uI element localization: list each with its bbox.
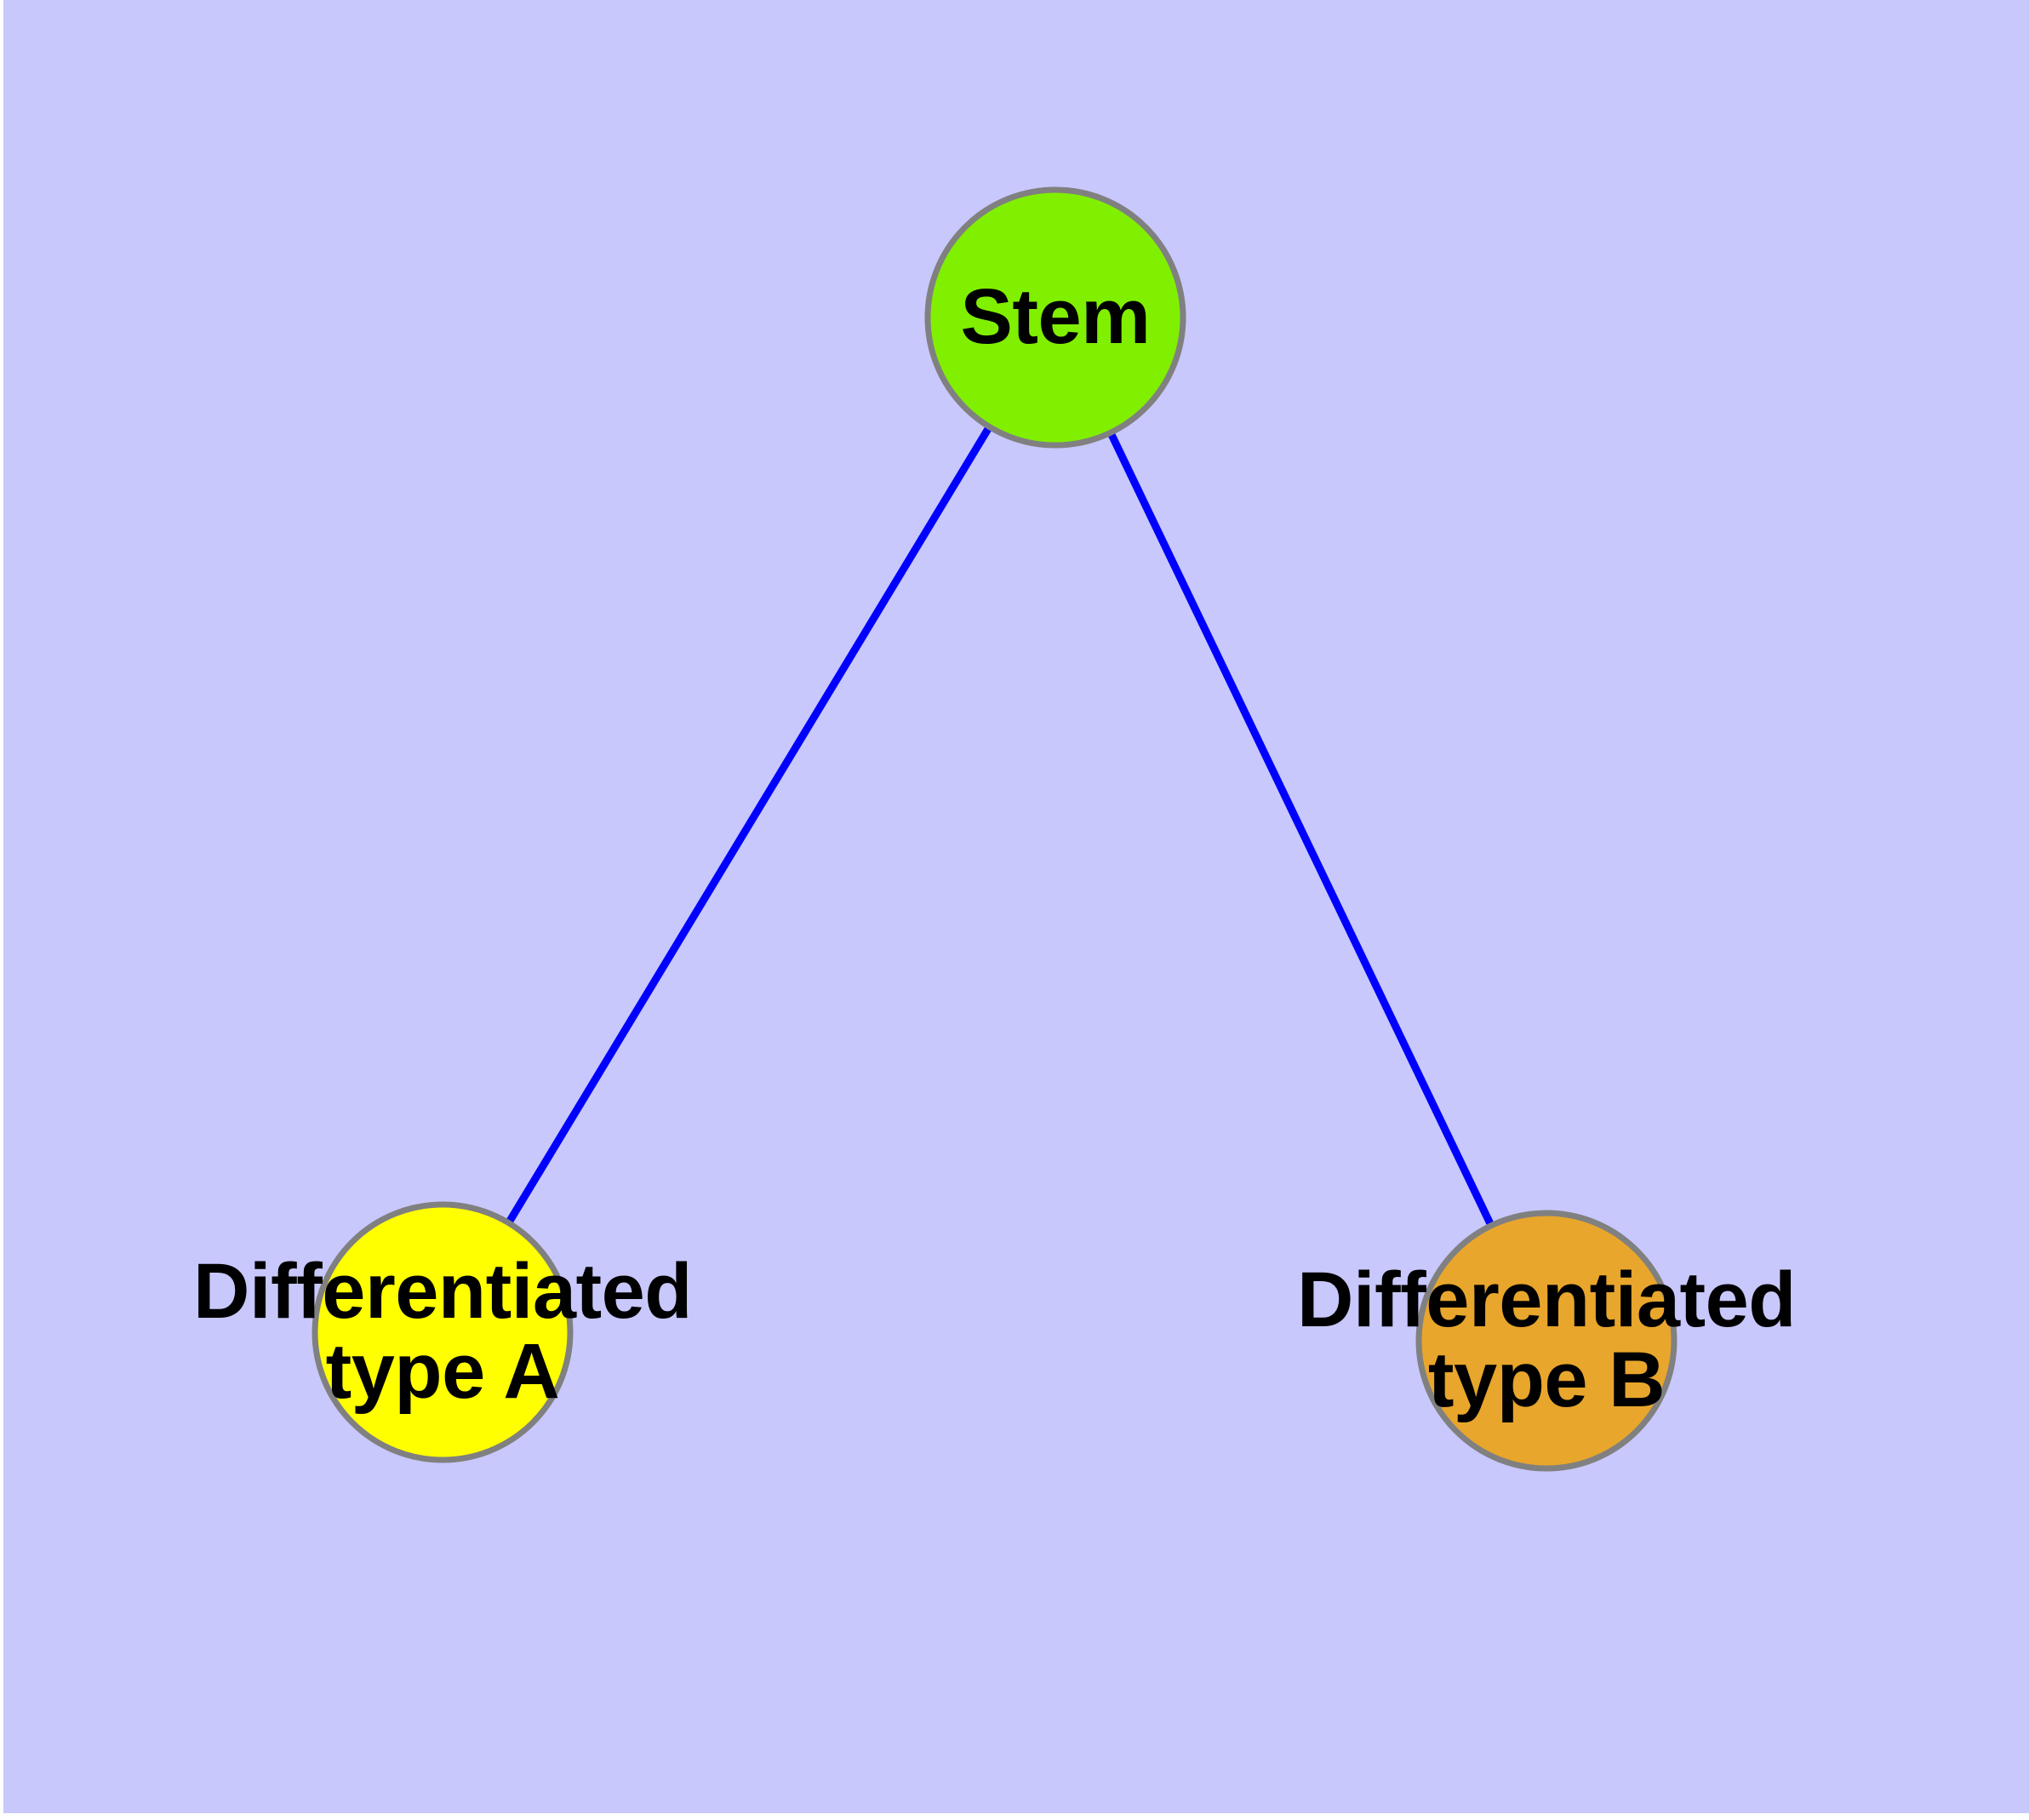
- node-differentiated-type-b[interactable]: [1415, 1210, 1677, 1472]
- node-differentiated-type-a[interactable]: [311, 1201, 574, 1463]
- node-stem[interactable]: [924, 186, 1186, 449]
- node-layer: [311, 186, 1677, 1472]
- edge-stem-to-diff-a[interactable]: [439, 315, 1059, 1335]
- edge-layer: [439, 315, 1551, 1342]
- edge-stem-to-diff-b[interactable]: [1051, 316, 1551, 1342]
